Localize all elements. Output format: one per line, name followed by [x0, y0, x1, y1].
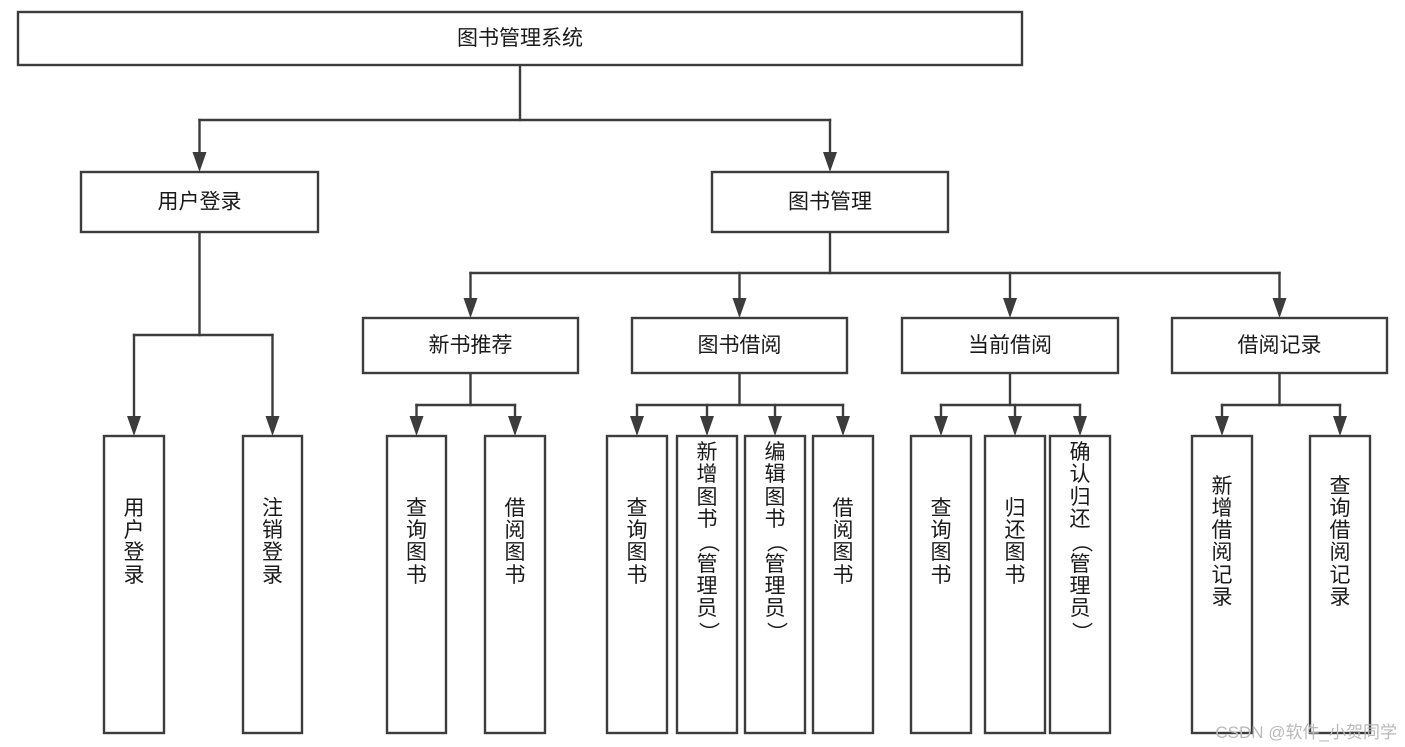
- edge-arrow-icon: [768, 416, 782, 436]
- node-leaf-return-book[interactable]: [983, 434, 1047, 735]
- edge-arrow-icon: [463, 298, 478, 318]
- edge-arrow-icon: [1003, 298, 1017, 318]
- node-label-current-borrow: 当前借阅: [968, 334, 1052, 357]
- node-box-leaf-query-book-current[interactable]: [909, 434, 973, 735]
- edge-arrow-icon: [1008, 416, 1022, 436]
- node-box-root[interactable]: [16, 10, 1024, 67]
- node-current-borrow[interactable]: [900, 316, 1120, 375]
- edge-arrow-icon: [823, 152, 837, 172]
- node-box-borrow-record[interactable]: [1170, 316, 1389, 375]
- edge-arrow-icon: [630, 416, 644, 436]
- node-box-leaf-query-record[interactable]: [1308, 434, 1372, 735]
- edge-book-borrow: [630, 371, 850, 436]
- node-new-book-recommend[interactable]: [361, 316, 580, 375]
- node-box-leaf-add-book[interactable]: [675, 434, 739, 735]
- edge-arrow-icon: [127, 416, 141, 436]
- node-box-leaf-user-login[interactable]: [102, 434, 166, 735]
- node-box-leaf-return-book[interactable]: [983, 434, 1047, 735]
- edge-current-borrow: [934, 371, 1087, 436]
- edge-arrow-icon: [700, 416, 714, 436]
- edge-arrow-icon: [1215, 416, 1229, 436]
- watermark-text: CSDN @软件_小贺同学: [1215, 723, 1397, 742]
- node-box-user-login[interactable]: [79, 170, 320, 234]
- node-leaf-confirm-return[interactable]: [1048, 434, 1112, 735]
- node-borrow-record[interactable]: [1170, 316, 1389, 375]
- node-box-leaf-query-book-borrow[interactable]: [605, 434, 669, 735]
- edge-arrow-icon: [508, 416, 522, 436]
- node-box-leaf-borrow-book-rec[interactable]: [483, 434, 547, 735]
- edge-borrow-record: [1215, 371, 1347, 436]
- node-book-borrow[interactable]: [630, 316, 849, 375]
- edge-new-book-recommend: [409, 371, 522, 436]
- edge-arrow-icon: [1073, 416, 1087, 436]
- node-label-user-login: 用户登录: [158, 191, 242, 214]
- node-label-root: 图书管理系统: [457, 27, 583, 50]
- node-leaf-add-record[interactable]: [1190, 434, 1254, 735]
- connector-group: [127, 63, 1347, 436]
- edge-arrow-icon: [265, 416, 280, 436]
- node-label-book-manage: 图书管理: [788, 191, 872, 214]
- node-box-new-book-recommend[interactable]: [361, 316, 580, 375]
- node-leaf-borrow-book[interactable]: [811, 434, 875, 735]
- edge-arrow-icon: [1333, 416, 1347, 436]
- node-box-book-manage[interactable]: [710, 170, 950, 234]
- node-root[interactable]: [16, 10, 1024, 67]
- node-box-leaf-query-book-rec[interactable]: [385, 434, 448, 735]
- node-leaf-logout[interactable]: [241, 434, 304, 735]
- node-box-leaf-borrow-book[interactable]: [811, 434, 875, 735]
- node-leaf-query-record[interactable]: [1308, 434, 1372, 735]
- node-box-book-borrow[interactable]: [630, 316, 849, 375]
- edge-arrow-icon: [732, 298, 747, 318]
- node-box-leaf-edit-book[interactable]: [743, 434, 807, 735]
- edge-user-login: [127, 230, 280, 436]
- node-leaf-query-book-rec[interactable]: [385, 434, 448, 735]
- node-leaf-edit-book[interactable]: [743, 434, 807, 735]
- node-book-manage[interactable]: [710, 170, 950, 234]
- node-leaf-query-book-current[interactable]: [909, 434, 973, 735]
- edge-book-manage: [463, 230, 1287, 318]
- node-label-borrow-record: 借阅记录: [1238, 334, 1322, 357]
- node-box-leaf-logout[interactable]: [241, 434, 304, 735]
- edge-arrow-icon: [409, 416, 424, 436]
- node-label-new-book-recommend: 新书推荐: [429, 334, 513, 357]
- edge-root: [192, 63, 837, 172]
- node-leaf-borrow-book-rec[interactable]: [483, 434, 547, 735]
- node-user-login[interactable]: [79, 170, 320, 234]
- edge-arrow-icon: [836, 416, 850, 436]
- edge-arrow-icon: [192, 152, 207, 172]
- node-leaf-query-book-borrow[interactable]: [605, 434, 669, 735]
- edge-arrow-icon: [1272, 298, 1287, 318]
- node-leaf-user-login[interactable]: [102, 434, 166, 735]
- node-box-leaf-add-record[interactable]: [1190, 434, 1254, 735]
- node-label-book-borrow: 图书借阅: [698, 334, 782, 357]
- node-box-current-borrow[interactable]: [900, 316, 1120, 375]
- node-box-leaf-confirm-return[interactable]: [1048, 434, 1112, 735]
- node-leaf-add-book[interactable]: [675, 434, 739, 735]
- edge-arrow-icon: [934, 416, 948, 436]
